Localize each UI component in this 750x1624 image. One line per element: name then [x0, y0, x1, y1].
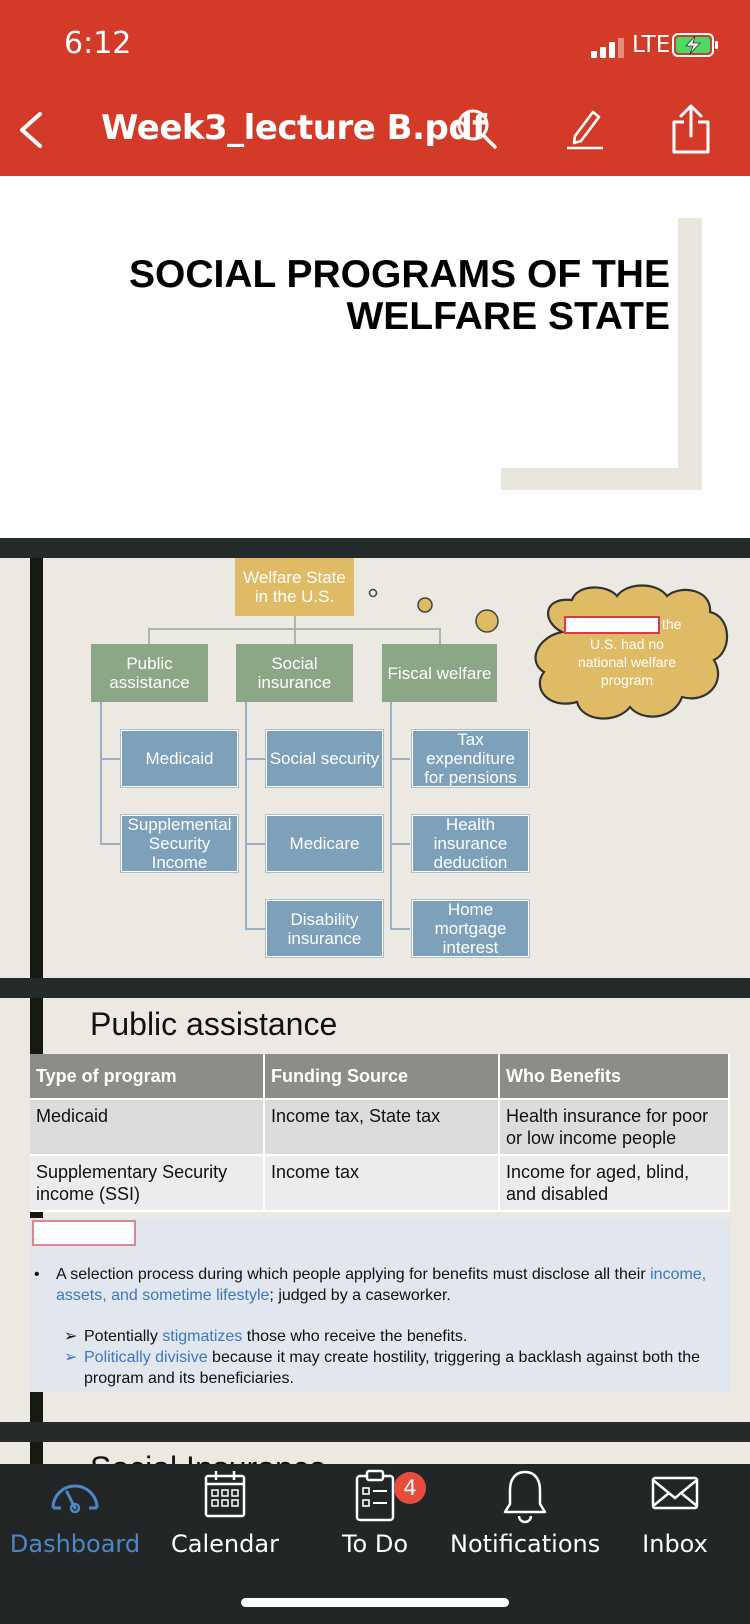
table-row: Medicaid Income tax, State tax Health in… [30, 1099, 730, 1156]
column-header: Type of program [30, 1054, 265, 1100]
item-medicare: Medicare [266, 815, 383, 872]
redaction-box [32, 1220, 136, 1246]
dashboard-gauge-icon [51, 1484, 99, 1514]
cloud-text: U.S. had no national welfare program [577, 636, 677, 688]
search-icon[interactable] [456, 108, 498, 150]
table-cell: Income for aged, blind, and disabled [499, 1155, 730, 1212]
document-title: Week3_lecture B.pdf [101, 108, 487, 148]
table-cell: Medicaid [30, 1099, 265, 1156]
slide-heading-line: SOCIAL PROGRAMS OF THE [129, 253, 670, 296]
tab-todo[interactable] [300, 1468, 450, 1529]
tab-dashboard-label[interactable]: Dashboard [9, 1530, 141, 1558]
programs-table: Type of program Funding Source Who Benef… [30, 1054, 730, 1212]
tab-inbox-label[interactable]: Inbox [642, 1530, 708, 1558]
sub-bullet-text: Potentially stigmatizes those who receiv… [84, 1328, 468, 1345]
table-cell: Health insurance for poor or low income … [499, 1099, 730, 1156]
redaction-box [564, 616, 660, 634]
column-header: Who Benefits [499, 1054, 730, 1100]
share-icon[interactable] [670, 104, 712, 154]
slide-decoration [501, 468, 702, 490]
tab-dashboard[interactable] [0, 1468, 150, 1523]
home-indicator[interactable] [241, 1598, 509, 1607]
table-cell: Income tax [264, 1155, 500, 1212]
tab-calendar[interactable] [150, 1468, 300, 1527]
tab-notifications[interactable] [450, 1468, 600, 1529]
table-row: Supplementary Security income (SSI) Inco… [30, 1155, 730, 1212]
calendar-icon [204, 1471, 246, 1518]
network-label: LTE [632, 32, 671, 58]
slide-accent-bar [30, 558, 43, 978]
tab-notifications-label[interactable]: Notifications [450, 1530, 601, 1558]
bell-icon [503, 1470, 547, 1524]
thought-bubble-dots [368, 588, 499, 633]
back-chevron-icon[interactable] [14, 110, 46, 150]
item-social-security: Social security [266, 730, 383, 787]
annotate-pen-icon[interactable] [565, 106, 605, 150]
item-medicaid: Medicaid [121, 730, 238, 787]
means-test-box [30, 1218, 730, 1392]
branch-fiscal-welfare: Fiscal welfare [382, 644, 497, 702]
sub-bullet-text: Politically divisive because it may crea… [84, 1349, 701, 1387]
table-cell: Supplementary Security income (SSI) [30, 1155, 265, 1212]
signal-icon [591, 38, 624, 58]
slide-heading: Public assistance [90, 1006, 338, 1042]
table-header-row: Type of program Funding Source Who Benef… [30, 1054, 730, 1100]
envelope-icon [651, 1476, 699, 1510]
slide-decoration [678, 218, 702, 490]
status-time: 6:12 [64, 26, 132, 61]
top-bar [0, 0, 750, 176]
arrow-bullet-icon: ➢ [64, 1349, 78, 1366]
battery-charging-icon [672, 33, 718, 57]
arrow-bullet-icon: ➢ [64, 1328, 78, 1345]
tab-todo-label[interactable]: To Do [341, 1530, 409, 1558]
todo-clipboard-icon [355, 1469, 395, 1522]
bullet-text: A selection process during which people … [56, 1266, 707, 1304]
slide-heading: SOCIAL PROGRAMS OF THE WELFARE STATE [80, 254, 670, 338]
bullet-dot: • [34, 1266, 40, 1283]
table-cell: Income tax, State tax [264, 1099, 500, 1156]
todo-count-badge: 4 [394, 1472, 426, 1504]
column-header: Funding Source [264, 1054, 500, 1100]
slide-heading-line: WELFARE STATE [346, 295, 670, 338]
tab-inbox[interactable] [600, 1468, 750, 1523]
tab-calendar-label[interactable]: Calendar [171, 1530, 279, 1558]
cloud-text: the [662, 616, 682, 632]
